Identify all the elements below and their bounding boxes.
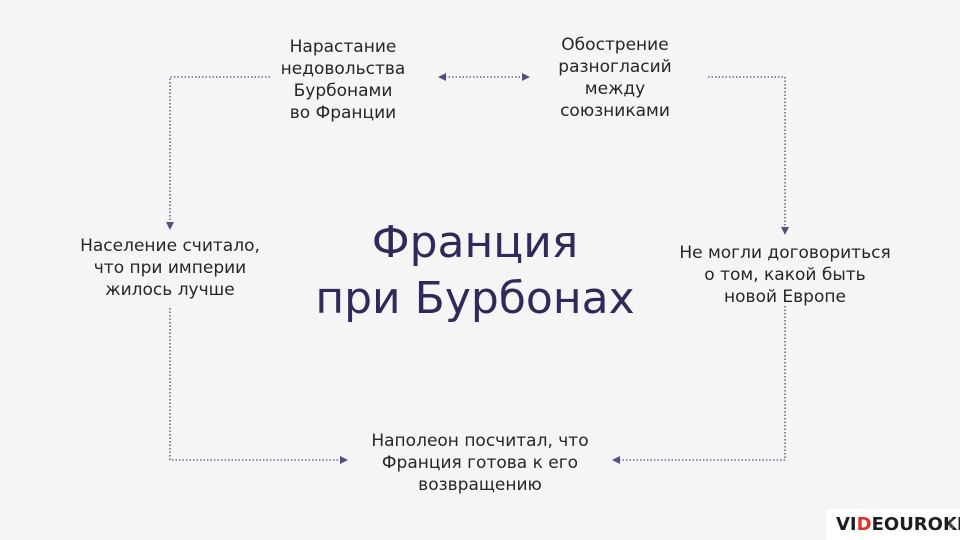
node-allies-disagreement: Обострение разногласий между союзниками <box>558 35 672 121</box>
connector-left-to-bottom <box>169 308 340 461</box>
logo-text: VIDEOUROKI <box>836 514 960 535</box>
logo-accent: D <box>856 514 872 535</box>
connector-right-to-bottom <box>620 306 786 461</box>
arrowhead-bottom-right <box>612 456 620 464</box>
node-discontent-bourbons: Нарастание недовольства Бурбонами во Фра… <box>280 37 406 123</box>
logo-prefix: VI <box>836 514 857 535</box>
logo-suffix: EOUROKI <box>871 514 960 535</box>
arrowhead-left-node <box>166 222 174 230</box>
node-new-europe: Не могли договориться о том, какой быть … <box>679 243 891 307</box>
arrowhead-right-node <box>781 227 789 235</box>
arrowhead-top-left <box>438 73 446 81</box>
connector-topleft-to-left <box>169 76 270 223</box>
node-population-empire: Население считало, что при империи жилос… <box>80 236 260 300</box>
arrowhead-top-right <box>522 73 530 81</box>
logo-superscript: .net <box>947 517 954 529</box>
slide-title: Франция при Бурбонах <box>315 217 635 324</box>
arrowhead-bottom-left <box>340 456 348 464</box>
connector-topright-to-right <box>708 76 786 228</box>
videouroki-logo: VIDEOUROKI .net <box>826 509 960 540</box>
node-napoleon-return: Наполеон посчитал, что Франция готова к … <box>371 431 589 495</box>
